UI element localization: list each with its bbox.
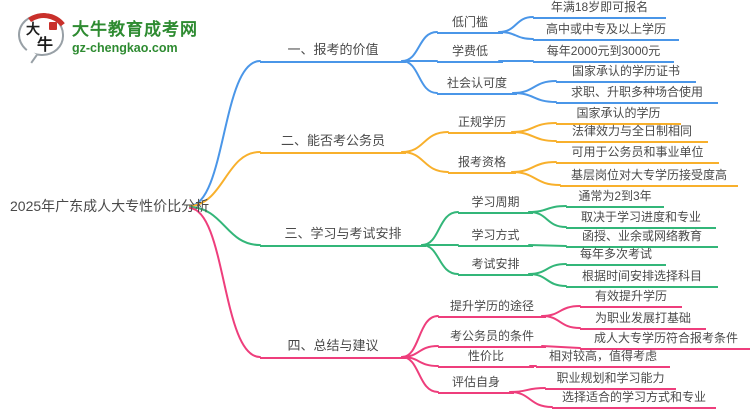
badge-char-da: 大 — [26, 21, 40, 37]
leaf-choose-subjects: 根据时间安排选择科目 — [566, 269, 718, 288]
central-topic: 2025年广东成人大专性价比分析 — [10, 198, 210, 214]
leaf-civil-service-use: 可用于公务员和事业单位 — [556, 145, 719, 164]
leaf-meets-conditions: 成人大专学历符合报考条件 — [580, 331, 750, 350]
branch3-sub-exam-schedule: 考试安排 — [458, 257, 533, 276]
branch2-label: 二、能否考公务员 — [260, 133, 406, 154]
bull-seal-icon: 大 牛 — [14, 9, 74, 67]
branch1-label: 一、报考的价值 — [260, 42, 406, 63]
branch1-sub-recognition: 社会认可度 — [437, 76, 517, 95]
branch2-sub-eligibility: 报考资格 — [448, 155, 516, 174]
branch4-label: 四、总结与建议 — [260, 338, 406, 359]
leaf-choose-mode-major: 选择适合的学习方式和专业 — [552, 390, 716, 409]
leaf-worth-considering: 相对较高，值得考虑 — [536, 349, 670, 368]
leaf-age18: 年满18岁即可报名 — [533, 0, 666, 19]
leaf-effective-upgrade: 有效提升学历 — [580, 289, 682, 308]
logo-text: 大牛教育成考网 gz-chengkao.com — [72, 15, 198, 55]
branch2-sub-formal-degree: 正规学历 — [448, 115, 516, 134]
branch3-label: 三、学习与考试安排 — [260, 226, 426, 247]
leaf-legal-equal: 法律效力与全日制相同 — [556, 124, 708, 143]
branch3-sub-study-mode: 学习方式 — [458, 228, 533, 247]
branch4-connectors — [189, 207, 581, 408]
leaf-2to3-years: 通常为2到3年 — [566, 189, 664, 208]
branch1-sub-low-threshold: 低门槛 — [437, 15, 503, 34]
leaf-state-recognized: 国家承认的学历 — [556, 106, 681, 125]
leaf-tuition-range: 每年2000元到3000元 — [533, 44, 674, 63]
leaf-multiple-exams: 每年多次考试 — [566, 247, 666, 266]
leaf-career-planning: 职业规划和学习能力 — [545, 371, 676, 390]
leaf-grassroots-accept: 基层岗位对大专学历接受度高 — [560, 168, 738, 187]
red-seal-icon — [49, 22, 57, 30]
branch3-sub-study-period: 学习周期 — [458, 195, 533, 214]
leaf-state-certificate: 国家承认的学历证书 — [556, 64, 696, 83]
badge-char-niu: 牛 — [37, 37, 54, 54]
branch3-connectors — [189, 205, 567, 287]
leaf-job-promotion: 求职、升职多种场合使用 — [556, 85, 718, 104]
branch1-sub-low-tuition: 学费低 — [437, 44, 503, 63]
branch4-sub-cost-performance: 性价比 — [438, 349, 534, 368]
branch4-sub-upgrade-path: 提升学历的途径 — [438, 299, 546, 318]
leaf-career-foundation: 为职业发展打基础 — [580, 311, 706, 330]
branch4-sub-self-evaluate: 评估自身 — [438, 375, 514, 394]
branch4-sub-civil-condition: 考公务员的条件 — [438, 329, 546, 348]
leaf-highschool: 高中或中专及以上学历 — [533, 22, 679, 41]
site-url: gz-chengkao.com — [72, 41, 178, 55]
leaf-depends-progress: 取决于学习进度和专业 — [566, 210, 716, 229]
site-logo: 大 牛 大牛教育成考网 gz-chengkao.com — [14, 9, 198, 67]
site-name: 大牛教育成考网 — [72, 20, 198, 39]
branch2-connectors — [189, 122, 561, 207]
leaf-correspondence: 函授、业余或网络教育 — [566, 229, 718, 248]
